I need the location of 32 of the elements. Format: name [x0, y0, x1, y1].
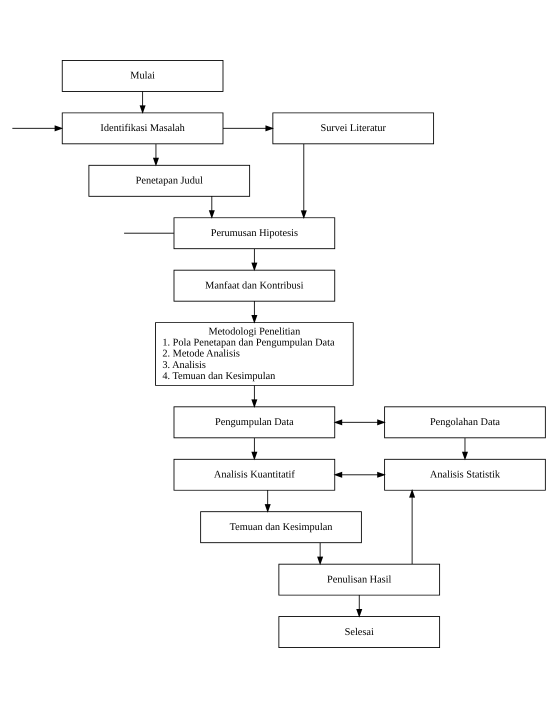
arrow: [264, 490, 271, 513]
node-box: Temuan dan Kesimpulan: [200, 511, 362, 544]
node-box: Analisis Statistik: [384, 458, 546, 491]
arrow: [251, 438, 258, 460]
arrow: [251, 300, 258, 324]
arrow: [140, 91, 146, 114]
arrow: [12, 125, 64, 132]
arrow: [334, 419, 386, 426]
arrow: [152, 144, 159, 166]
node-box: Pengumpulan Data: [174, 406, 336, 438]
node-box: Pengolahan Data: [384, 406, 546, 438]
node-box: Identifikasi Masalah: [62, 112, 224, 144]
connector: [124, 232, 174, 234]
arrow: [409, 489, 416, 565]
node-box: Penetapan Judul: [88, 164, 250, 197]
node-box: Selesai: [278, 616, 440, 648]
arrow: [334, 472, 386, 478]
node-box: Analisis Kuantitatif: [174, 458, 336, 491]
arrow: [251, 248, 258, 272]
arrow: [208, 196, 215, 219]
arrow: [251, 385, 258, 408]
node-box: Perumusan Hipotesis: [174, 217, 336, 250]
node-box: Penulisan Hasil: [278, 564, 440, 596]
node-box: Metodologi Penelitian 1. Pola Penetapan dan Pengumpulan Data 2. Metode Analisis 3. Analisis 4. Temuan dan Kesimpulan: [155, 322, 354, 386]
arrow: [356, 594, 362, 618]
node-box: Mulai: [62, 60, 224, 92]
arrow: [222, 125, 274, 132]
arrow: [300, 143, 307, 219]
node-box: Manfaat dan Kontribusi: [174, 270, 336, 302]
arrow: [317, 542, 324, 566]
node-box: Survei Literatur: [272, 112, 434, 144]
arrow: [462, 438, 468, 460]
